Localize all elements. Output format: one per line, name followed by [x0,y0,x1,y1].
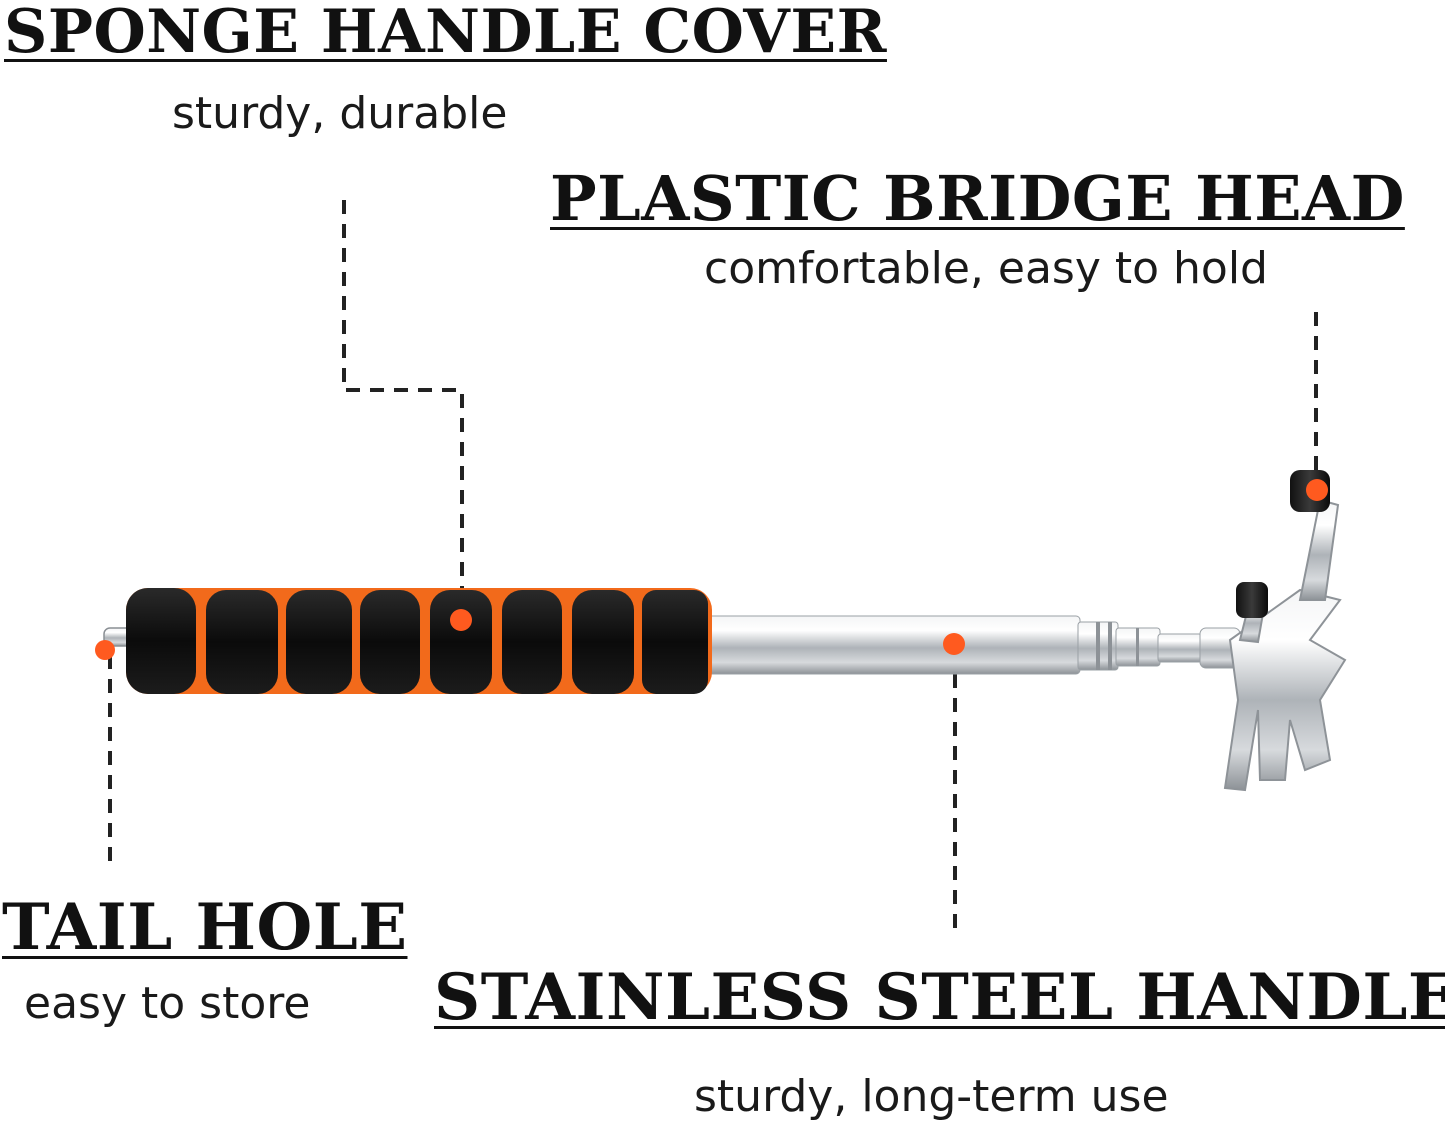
steel-handle-subtitle: sturdy, long-term use [694,1071,1169,1122]
tail-hole-title: TAIL HOLE [2,890,408,965]
tail-hole-subtitle: easy to store [24,978,311,1029]
steel-shaft [699,615,1241,675]
marker-tail [95,640,115,660]
steel-handle-title: STAINLESS STEEL HANDLE [434,960,1445,1035]
claw-head [1223,498,1347,792]
callout-markers [95,479,1328,660]
marker-steel [943,633,965,655]
plastic-head-title: PLASTIC BRIDGE HEAD [550,162,1405,235]
marker-plastic [1306,479,1328,501]
marker-sponge [450,609,472,631]
sponge-handle-title: SPONGE HANDLE COVER [4,0,887,67]
plastic-head-subtitle: comfortable, easy to hold [704,243,1268,294]
leader-sponge [342,200,464,590]
sponge-handle-subtitle: sturdy, durable [172,88,508,139]
leader-lines [108,200,1318,935]
foam-grip [126,588,712,694]
